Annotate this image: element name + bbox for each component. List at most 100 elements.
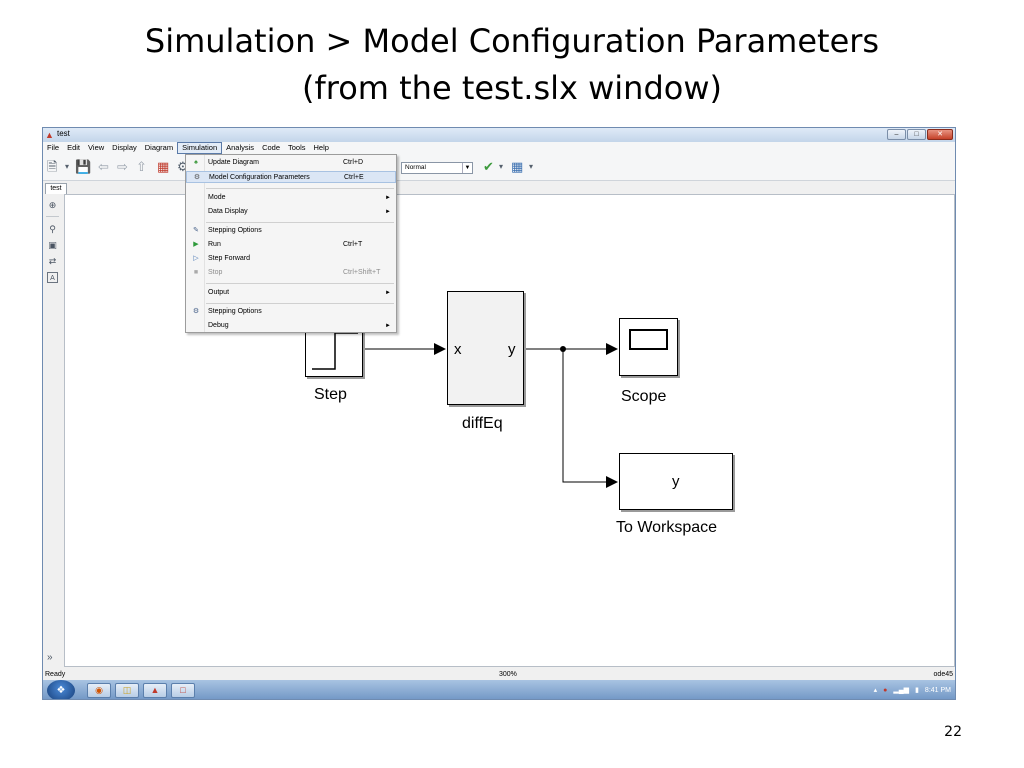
data-inspector-icon[interactable]: ▦ xyxy=(511,159,524,174)
library-browser-icon[interactable]: ▦ xyxy=(157,159,170,174)
scope-display-icon xyxy=(629,329,668,350)
diffeq-input-port: x xyxy=(454,341,462,358)
firefox-icon[interactable]: ◉ xyxy=(87,683,111,698)
annotation-icon[interactable]: A xyxy=(47,272,58,283)
advisor-dropdown-arrow-icon[interactable]: ▾ xyxy=(499,162,504,171)
menu-diagram[interactable]: Diagram xyxy=(144,143,174,152)
tab-test[interactable]: test xyxy=(45,183,67,194)
window-title: test xyxy=(57,129,70,138)
menu-item-mode[interactable]: Mode ► xyxy=(186,192,396,204)
submenu-arrow-icon: ► xyxy=(385,209,391,215)
model-advisor-check-icon[interactable]: ✔ xyxy=(483,159,494,174)
tray-expand-icon[interactable]: ▴ xyxy=(873,687,878,694)
menu-separator xyxy=(206,222,394,223)
fit-to-view-icon[interactable]: ▣ xyxy=(48,240,57,250)
stop-icon: ■ xyxy=(193,269,199,276)
zoom-level: 300% xyxy=(499,671,517,678)
system-tray: ▴ ● ▂▄▆ ▮ 8:41 PM xyxy=(874,683,951,698)
hide-explorer-icon[interactable]: ⊕ xyxy=(48,200,57,210)
matlab-icon[interactable]: ▲ xyxy=(143,683,167,698)
expand-palette-icon[interactable]: » xyxy=(47,652,53,663)
slide-title: Simulation > Model Configuration Paramet… xyxy=(0,18,1024,112)
menu-item-output[interactable]: Output ► xyxy=(186,287,396,299)
to-workspace-block-label: To Workspace xyxy=(616,519,718,536)
menu-simulation[interactable]: Simulation xyxy=(177,142,223,154)
menu-edit[interactable]: Edit xyxy=(67,143,81,152)
menu-help[interactable]: Help xyxy=(313,143,329,152)
menu-file[interactable]: File xyxy=(47,143,60,152)
tab-strip: test xyxy=(43,182,955,194)
forward-arrow-icon[interactable]: ⇨ xyxy=(117,159,128,174)
window-controls: – □ ✕ xyxy=(887,129,953,140)
submenu-arrow-icon: ► xyxy=(385,323,391,329)
scope-block-label: Scope xyxy=(621,388,667,405)
explorer-folder-icon[interactable]: ◫ xyxy=(115,683,139,698)
save-icon[interactable]: 💾 xyxy=(75,159,92,174)
arrows-icon[interactable]: ⇄ xyxy=(48,256,57,266)
simulation-mode-select[interactable]: Normal ▼ xyxy=(401,162,473,174)
power-icon[interactable]: ▮ xyxy=(915,687,919,694)
status-bar: Ready 300% ode45 xyxy=(43,669,955,680)
submenu-arrow-icon: ► xyxy=(385,290,391,296)
menu-item-stepping-options[interactable]: ✎ Stepping Options xyxy=(186,225,396,237)
menu-item-update-diagram[interactable]: ♠ Update Diagram Ctrl+D xyxy=(186,157,396,169)
scope-block[interactable] xyxy=(619,318,678,376)
menu-item-data-display[interactable]: Data Display ► xyxy=(186,206,396,218)
menu-icon-gutter xyxy=(204,155,205,332)
status-text: Ready xyxy=(45,671,66,678)
menu-tools[interactable]: Tools xyxy=(288,143,306,152)
left-palette: ⊕ ⚲ ▣ ⇄ A » xyxy=(43,194,63,676)
start-button[interactable]: ❖ xyxy=(47,680,75,699)
zoom-icon[interactable]: ⚲ xyxy=(49,224,56,234)
menu-item-step-forward[interactable]: ▷ Step Forward xyxy=(186,253,396,265)
minimize-button[interactable]: – xyxy=(887,129,906,140)
menu-bar: File Edit View Display Diagram Simulatio… xyxy=(43,142,955,154)
close-button[interactable]: ✕ xyxy=(927,129,953,140)
maximize-button[interactable]: □ xyxy=(907,129,926,140)
diffeq-block-label: diffEq xyxy=(462,415,503,432)
volume-icon[interactable]: ● xyxy=(883,687,888,694)
palette-separator xyxy=(46,216,59,217)
stepping-options-icon: ⚙ xyxy=(192,308,200,315)
inspector-dropdown-arrow-icon[interactable]: ▾ xyxy=(529,162,534,171)
settings-gear-icon[interactable]: ⚙ xyxy=(177,159,189,174)
up-arrow-icon[interactable]: ⇧ xyxy=(136,159,147,174)
clock[interactable]: 8:41 PM xyxy=(924,687,951,694)
menu-item-run[interactable]: ▶ Run Ctrl+T xyxy=(186,239,396,251)
menu-item-debug[interactable]: Debug ► xyxy=(186,320,396,332)
menu-view[interactable]: View xyxy=(88,143,105,152)
menu-separator xyxy=(206,283,394,284)
simulink-app-icon: ▲ xyxy=(45,130,54,140)
simulation-mode-value: Normal xyxy=(405,164,426,171)
simulation-menu: ♠ Update Diagram Ctrl+D ⚙ Model Configur… xyxy=(185,154,397,333)
slide-title-line-1: Simulation > Model Configuration Paramet… xyxy=(144,22,880,60)
network-icon[interactable]: ▂▄▆ xyxy=(893,687,910,694)
simulink-window: ▲ test – □ ✕ File Edit View Display Diag… xyxy=(42,127,956,700)
new-model-icon[interactable]: 🗎 xyxy=(47,159,58,174)
step-forward-icon: ▷ xyxy=(193,255,199,262)
menu-item-model-configuration-parameters[interactable]: ⚙ Model Configuration Parameters Ctrl+E xyxy=(186,171,396,183)
diffeq-output-port: y xyxy=(508,341,516,358)
menu-item-stepping-options-2[interactable]: ⚙ Stepping Options xyxy=(186,306,396,318)
menu-separator xyxy=(206,188,394,189)
solver-name: ode45 xyxy=(933,671,953,678)
menu-item-stop[interactable]: ■ Stop Ctrl+Shift+T xyxy=(186,267,396,279)
menu-display[interactable]: Display xyxy=(112,143,137,152)
diffeq-block[interactable]: x y xyxy=(447,291,524,405)
menu-analysis[interactable]: Analysis xyxy=(226,143,255,152)
stepping-options-icon: ✎ xyxy=(193,227,199,234)
title-bar: ▲ test – □ ✕ xyxy=(43,128,955,142)
gear-icon: ⚙ xyxy=(193,174,201,181)
step-block-label: Step xyxy=(314,386,347,403)
new-dropdown-arrow-icon[interactable]: ▾ xyxy=(65,162,70,171)
workspace-variable-name: y xyxy=(672,473,680,490)
submenu-arrow-icon: ► xyxy=(385,195,391,201)
back-arrow-icon[interactable]: ⇦ xyxy=(98,159,109,174)
taskbar: ❖ ◉ ◫ ▲ □ ▴ ● ▂▄▆ ▮ 8:41 PM xyxy=(43,680,955,699)
update-diagram-icon: ♠ xyxy=(194,159,198,166)
chevron-down-icon: ▼ xyxy=(462,163,472,173)
menu-code[interactable]: Code xyxy=(262,143,280,152)
powerpoint-icon[interactable]: □ xyxy=(171,683,195,698)
to-workspace-block[interactable]: y xyxy=(619,453,733,510)
menu-separator xyxy=(206,303,394,304)
